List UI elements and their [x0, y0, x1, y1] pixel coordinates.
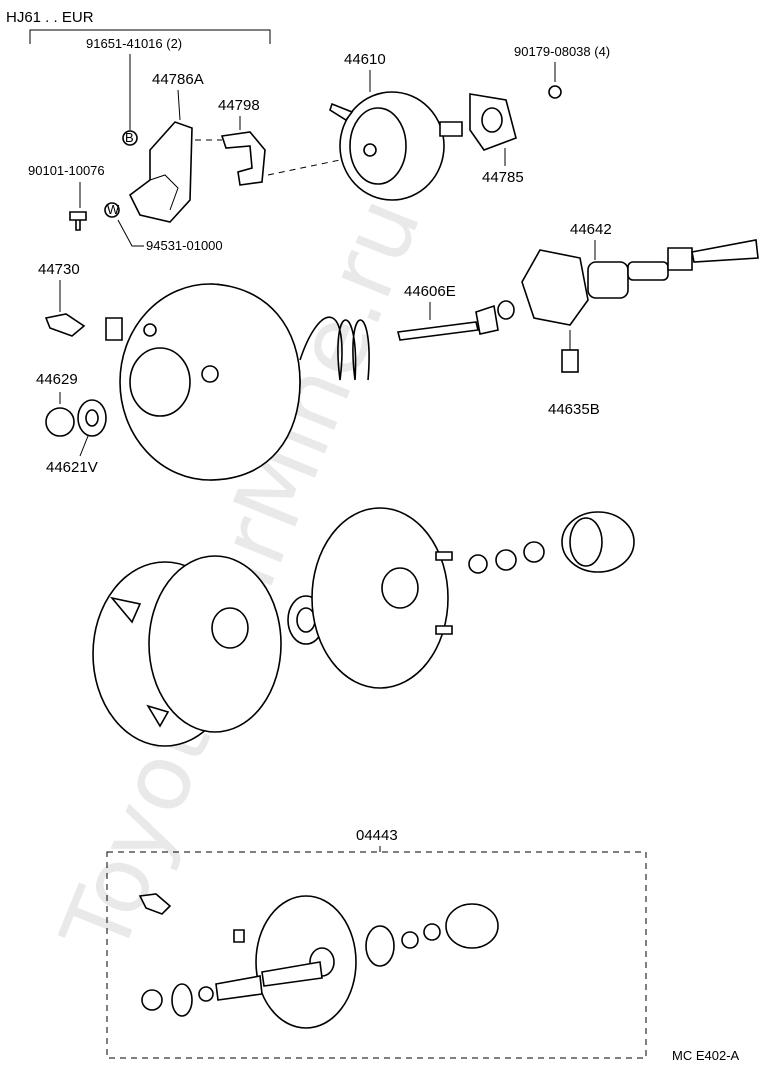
- label-44786A: 44786A: [152, 71, 204, 88]
- pushrod-44606E: [397, 321, 479, 341]
- label-44642: 44642: [570, 221, 612, 238]
- seal-44621V: [77, 399, 107, 437]
- label-44610: 44610: [344, 51, 386, 68]
- model-header: HJ61 . . EUR: [6, 9, 94, 26]
- label-44785: 44785: [482, 169, 524, 186]
- nut-90179: [548, 85, 562, 99]
- label-94531-01000: 94531-01000: [146, 238, 223, 253]
- label-44798: 44798: [218, 97, 260, 114]
- footer-code: MC E402-A: [672, 1048, 740, 1063]
- plate-44629: [45, 407, 75, 437]
- label-44621V: 44621V: [46, 459, 98, 476]
- bracket-44798: [220, 131, 266, 186]
- label-90179-08038: 90179-08038 (4): [514, 44, 610, 59]
- marker-w-label: W: [107, 202, 120, 217]
- marker-b: [122, 130, 138, 146]
- bolt-90101: [69, 211, 87, 231]
- header-bracket: [29, 29, 271, 44]
- bracket-44786A: [128, 121, 193, 223]
- washer-c: [523, 541, 545, 563]
- label-04443: 04443: [356, 827, 398, 844]
- kit-bellows: [445, 903, 499, 949]
- bellows: [561, 511, 635, 573]
- label-44730: 44730: [38, 261, 80, 278]
- label-44635B: 44635B: [548, 401, 600, 418]
- washer-a: [468, 554, 488, 574]
- label-91651-41016: 91651-41016 (2): [86, 36, 182, 51]
- marker-w: [104, 202, 120, 218]
- front-shell: [311, 507, 449, 689]
- label-44606E: 44606E: [404, 283, 456, 300]
- filter-44635B: [561, 349, 579, 373]
- washer-b: [495, 549, 517, 571]
- check-valve-44730: [44, 313, 86, 337]
- valve-body-44642: [521, 249, 589, 326]
- spring: [299, 316, 370, 381]
- label-90101-10076: 90101-10076: [28, 163, 105, 178]
- label-44629: 44629: [36, 371, 78, 388]
- kit-shell: [255, 895, 357, 1029]
- kit-box-04443: [106, 851, 647, 1059]
- kit-check-valve: [138, 893, 172, 915]
- marker-b-label: B: [125, 130, 134, 145]
